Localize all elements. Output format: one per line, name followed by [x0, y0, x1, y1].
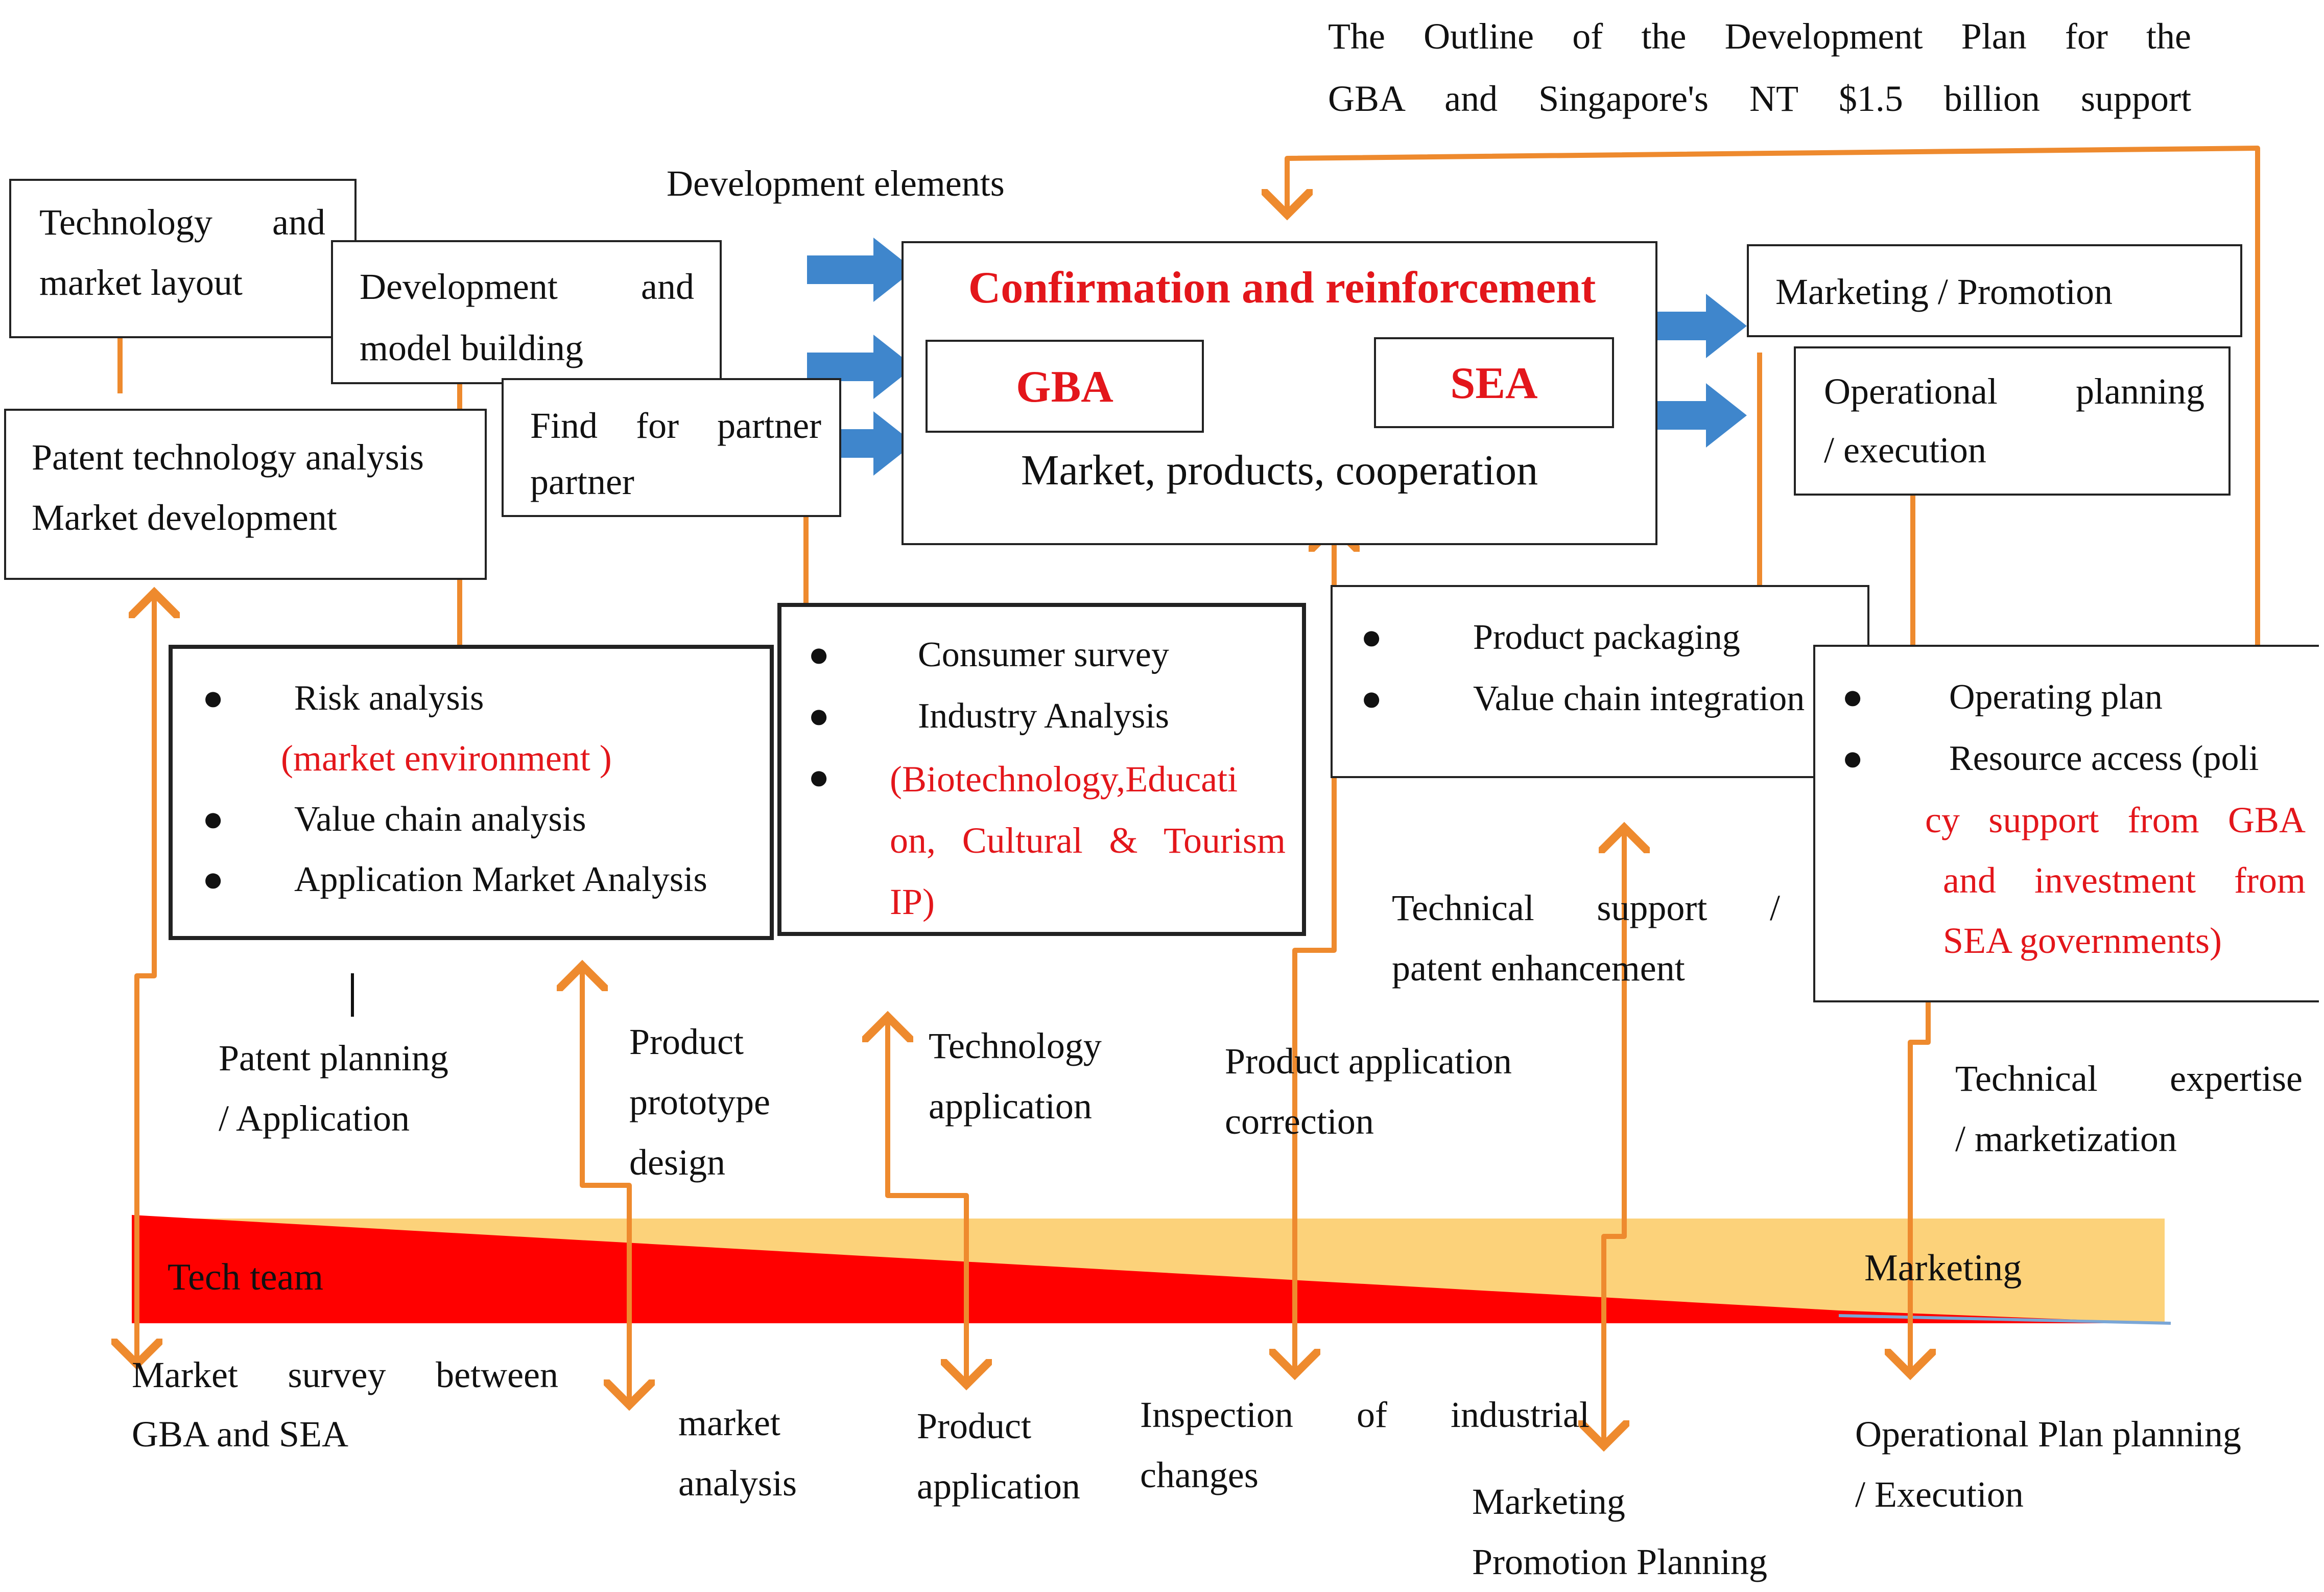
- prototype-line2: prototype: [629, 1082, 770, 1122]
- product-item-1: ●Product packaging: [1361, 618, 1740, 657]
- tech-support-arrow: [1604, 828, 1624, 1446]
- operational-plan-line2: / Execution: [1855, 1474, 2024, 1515]
- center-title: Confirmation and reinforcement: [968, 263, 1596, 313]
- marketing-bar-label: Marketing: [1864, 1247, 2022, 1289]
- arrow-to-operational: [1640, 383, 1747, 448]
- consumer-note-line3: IP): [890, 881, 935, 922]
- prototype-line3: design: [629, 1142, 725, 1183]
- consumer-survey-box: ●Consumer survey ●Industry Analysis ● (B…: [777, 603, 1306, 936]
- tech-layout-line1: Technology and: [39, 202, 325, 243]
- inspection-line2: changes: [1140, 1455, 1259, 1495]
- consumer-note-line1: (Biotechnology,Educati: [890, 759, 1238, 800]
- sea-box: SEA: [1374, 337, 1614, 428]
- prototype-arrow: [582, 966, 629, 1405]
- patent-planning-line2: / Application: [219, 1098, 410, 1139]
- prototype-line1: Product: [629, 1021, 744, 1062]
- risk-item-1: ●Risk analysis: [202, 678, 484, 718]
- product-correction-line2: correction: [1225, 1101, 1374, 1142]
- consumer-item-1: ●Consumer survey: [808, 635, 1169, 674]
- center-subtitle: Market, products, cooperation: [1021, 447, 1538, 494]
- market-analysis-line1: market: [678, 1402, 780, 1443]
- tech-application-arrow: [888, 1017, 966, 1385]
- market-survey-line1: Market survey between: [132, 1354, 558, 1395]
- top-note-line2: GBA and Singapore's NT $1.5 billion supp…: [1328, 78, 2191, 119]
- tech-support-line1: Technical support /: [1392, 887, 1780, 928]
- product-application-line2: application: [917, 1466, 1080, 1507]
- dev-model-line1: Development and: [360, 266, 694, 307]
- product-correction-line1: Product application: [1225, 1041, 1512, 1082]
- risk-item-3: ●Application Market Analysis: [202, 860, 707, 899]
- consumer-note-line2: on, Cultural & Tourism: [890, 820, 1286, 861]
- find-partner-box: Find for partner partner: [502, 378, 841, 517]
- market-survey-line2: GBA and SEA: [132, 1414, 349, 1455]
- arrow-dev-elements-3: [807, 411, 914, 476]
- tech-layout-box: Technology and market layout: [9, 179, 357, 338]
- operational-line2: / execution: [1824, 430, 1986, 471]
- patent-planning-line1: Patent planning: [219, 1038, 448, 1079]
- dev-model-box: Development and model building: [331, 240, 722, 384]
- tech-support-line2: patent enhancement: [1392, 948, 1685, 989]
- arrow-dev-elements-1: [807, 238, 914, 302]
- find-partner-line2: partner: [530, 461, 634, 502]
- inspection-line1: Inspection of industrial: [1140, 1394, 1590, 1435]
- tech-expertise-line2: / marketization: [1955, 1118, 2177, 1159]
- marketing-promotion-label: Marketing / Promotion: [1775, 271, 2113, 312]
- gba-box: GBA: [926, 340, 1204, 433]
- operational-box: Operational planning / execution: [1794, 346, 2231, 496]
- operating-item-1: ●Operating plan: [1842, 677, 2163, 717]
- arrow-dev-elements-2: [807, 335, 914, 399]
- product-packaging-box: ●Product packaging ●Value chain integrat…: [1331, 585, 1869, 778]
- product-item-2: ●Value chain integration: [1361, 679, 1805, 718]
- consumer-note-bullet: ●: [808, 758, 830, 797]
- consumer-item-2: ●Industry Analysis: [808, 696, 1169, 736]
- top-feedback-line: [1287, 146, 2260, 657]
- tech-application-line2: application: [929, 1086, 1092, 1127]
- survey-arrow: [137, 593, 154, 1364]
- tech-expertise-line1: Technical expertise: [1955, 1058, 2303, 1099]
- dev-model-line2: model building: [360, 327, 583, 368]
- marketing-planning-line1: Marketing: [1472, 1481, 1625, 1522]
- product-application-line1: Product: [917, 1406, 1031, 1446]
- risk-item-2: ●Value chain analysis: [202, 800, 586, 839]
- operating-note-line3: SEA governments): [1943, 920, 2222, 961]
- market-development-line: Market development: [32, 497, 337, 538]
- operational-plan-line1: Operational Plan planning: [1855, 1414, 2241, 1455]
- risk-analysis-box: ●Risk analysis (market environment ) ●Va…: [169, 645, 774, 940]
- operating-item-2: ●Resource access (poli: [1842, 739, 2259, 778]
- arrow-to-marketing: [1640, 294, 1747, 358]
- tech-application-line1: Technology: [929, 1025, 1102, 1066]
- marketing-planning-line2: Promotion Planning: [1472, 1541, 1768, 1582]
- top-note-line1: The Outline of the Development Plan for …: [1328, 16, 2191, 57]
- gba-label: GBA: [1016, 362, 1113, 412]
- tech-layout-line2: market layout: [39, 262, 243, 303]
- marketing-promotion-box: Marketing / Promotion: [1747, 244, 2242, 337]
- risk-note: (market environment ): [281, 738, 612, 779]
- find-partner-line1: Find for partner: [530, 405, 821, 446]
- sea-label: SEA: [1450, 359, 1538, 408]
- operating-plan-box: ●Operating plan ●Resource access (poli c…: [1813, 645, 2319, 1002]
- market-analysis-line2: analysis: [678, 1463, 797, 1504]
- operating-note-line2: and investment from: [1943, 860, 2306, 901]
- operational-line1: Operational planning: [1824, 371, 2204, 412]
- patent-analysis-line: Patent technology analysis: [32, 437, 424, 478]
- development-elements-label: Development elements: [667, 163, 1005, 204]
- patent-market-box: Patent technology analysis Market develo…: [4, 409, 487, 580]
- tech-team-label: Tech team: [168, 1256, 324, 1298]
- operating-note-line1: cy support from GBA: [1925, 800, 2306, 840]
